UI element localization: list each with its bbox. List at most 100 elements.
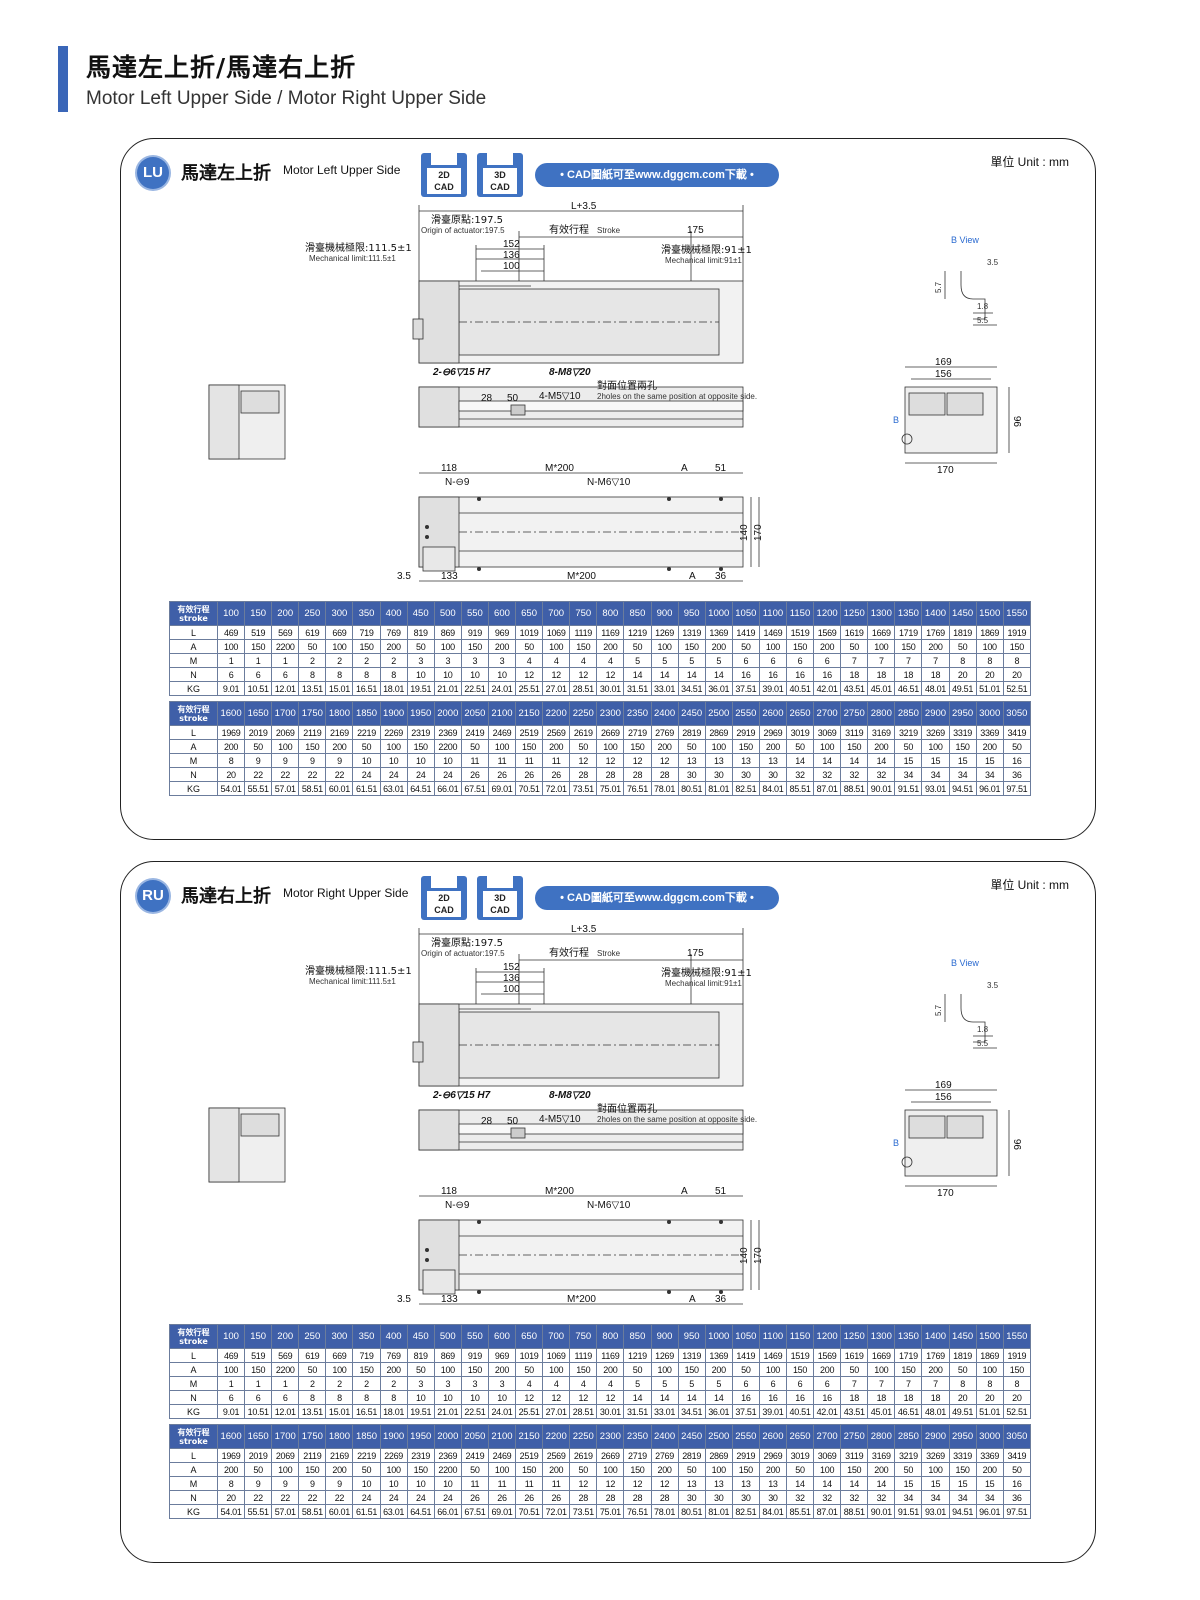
stroke-header-cell: 250 — [298, 1324, 327, 1349]
table-cell: 5 — [704, 1376, 733, 1391]
table-cell: 150 — [623, 739, 652, 754]
page-subtitle: Motor Left Upper Side / Motor Right Uppe… — [86, 88, 487, 109]
table-cell: 50 — [244, 1462, 273, 1477]
table-cell: 9 — [325, 753, 354, 768]
stroke-header-cell: 3050 — [1002, 701, 1032, 726]
stroke-header-cell: 2100 — [487, 1424, 517, 1449]
table-cell: 3119 — [840, 725, 869, 740]
stroke-header-cell: 850 — [623, 601, 652, 626]
table-cell: 150 — [731, 739, 760, 754]
table-cell: 21.01 — [433, 681, 462, 696]
stroke-header-cell: 200 — [271, 601, 300, 626]
dim-3-5: 3.5 — [397, 1294, 411, 1305]
table-cell: 45.01 — [867, 681, 896, 696]
stroke-header-cell: 2100 — [487, 701, 517, 726]
stroke-header-cell: 2550 — [731, 701, 760, 726]
row-label: KG — [169, 1404, 218, 1419]
table-cell: 12 — [596, 1390, 625, 1405]
dim-stroke-en: Stroke — [597, 226, 621, 235]
stroke-header-cell: 700 — [542, 1324, 571, 1349]
table-cell: 2419 — [460, 725, 489, 740]
table-cell: 1969 — [216, 725, 246, 740]
table-cell: 15 — [894, 753, 923, 768]
table-cell: 10 — [460, 667, 489, 682]
table-cell: 3 — [406, 1376, 435, 1391]
table-cell: 2319 — [406, 1448, 435, 1463]
table-cell: 2869 — [704, 725, 733, 740]
table-cell: 28.51 — [569, 1404, 598, 1419]
table-cell: 32 — [867, 767, 896, 782]
stroke-header-cell: 1400 — [921, 1324, 950, 1349]
table-cell: 3 — [433, 1376, 462, 1391]
table-cell: 12 — [596, 667, 625, 682]
table-cell: 3 — [487, 1376, 517, 1391]
table-cell: 93.01 — [921, 1504, 950, 1519]
dim-mech-right-en: Mechanical limit:91±1 — [665, 256, 742, 265]
table-cell: 15 — [894, 1476, 923, 1491]
table-cell: 26 — [542, 767, 571, 782]
table-cell: 16 — [1002, 753, 1032, 768]
table-cell: 13 — [731, 1476, 760, 1491]
table-cell: 150 — [948, 1462, 977, 1477]
table-cell: 7 — [867, 1376, 896, 1391]
stroke-header-cell: 1500 — [975, 601, 1004, 626]
stroke-header-cell: 2900 — [921, 1424, 950, 1449]
technical-drawing: L+3.5 滑臺原點:197.5 Origin of actuator:197.… — [201, 201, 1081, 601]
table-cell: 12 — [515, 1390, 544, 1405]
dim-50: 50 — [507, 1116, 519, 1127]
stroke-header-cell: 1750 — [298, 1424, 327, 1449]
stroke-header-cell: 800 — [596, 1324, 625, 1349]
table-cell: 819 — [406, 1348, 435, 1363]
table-cell: 3 — [487, 653, 517, 668]
table-cell: 73.51 — [569, 781, 598, 796]
stroke-header-cell: 2400 — [650, 1424, 679, 1449]
table-cell: 39.01 — [758, 681, 787, 696]
table-cell: 30 — [758, 1490, 787, 1505]
table-cell: 34 — [921, 767, 950, 782]
table-cell: 33.01 — [650, 681, 679, 696]
table-cell: 1819 — [948, 625, 977, 640]
table-cell: 200 — [867, 1462, 896, 1477]
dim-mech-left-zh: 滑臺機械極限:111.5±1 — [305, 964, 412, 977]
table-cell: 200 — [379, 1362, 408, 1377]
cad-download-link[interactable]: • CAD圖紙可至www.dggcm.com下載 • — [535, 886, 779, 910]
table-cell: 6 — [244, 1390, 273, 1405]
table-cell: 7 — [894, 653, 923, 668]
table-cell: 1169 — [596, 1348, 625, 1363]
stroke-header-cell: 2250 — [569, 1424, 598, 1449]
table-cell: 30 — [677, 767, 706, 782]
stroke-header-cell: 2000 — [433, 1424, 462, 1449]
table-cell: 2 — [298, 653, 327, 668]
table-cell: 61.51 — [352, 781, 381, 796]
table-cell: 8 — [216, 1476, 246, 1491]
table-cell: 3269 — [921, 1448, 950, 1463]
table-cell: 8 — [948, 1376, 977, 1391]
unit-label: 單位 Unit : mm — [990, 878, 1069, 892]
bview-3-5: 3.5 — [987, 258, 999, 267]
dim-133: 133 — [441, 571, 458, 582]
table-cell: 60.01 — [325, 1504, 354, 1519]
dim-3-5: 3.5 — [397, 571, 411, 582]
cad-download-link[interactable]: • CAD圖紙可至www.dggcm.com下載 • — [535, 163, 779, 187]
table-cell: 55.51 — [244, 1504, 273, 1519]
table-cell: 15 — [975, 753, 1004, 768]
table-cell: 84.01 — [758, 1504, 787, 1519]
table-cell: 569 — [271, 625, 300, 640]
table-cell: 85.51 — [785, 781, 815, 796]
table-cell: 719 — [352, 625, 381, 640]
table-cell: 2269 — [379, 1448, 408, 1463]
dim-mech-left-en: Mechanical limit:111.5±1 — [309, 977, 396, 986]
bview-5-7: 5.7 — [934, 1004, 943, 1016]
table-cell: 1569 — [813, 1348, 842, 1363]
table-cell: 14 — [650, 1390, 679, 1405]
table-cell: 43.51 — [840, 1404, 869, 1419]
